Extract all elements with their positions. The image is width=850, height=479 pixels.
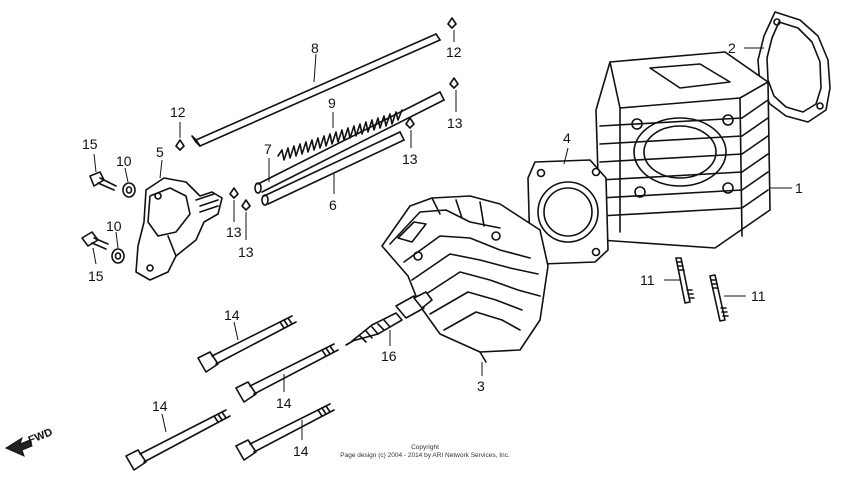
callout-13-mid-right: 13 (402, 151, 418, 167)
callout-13-left-a: 13 (226, 224, 242, 240)
fwd-label: FWD (27, 426, 55, 447)
stud-11-right (709, 274, 729, 322)
callout-13-upper-right: 13 (447, 115, 463, 131)
leader-5 (159, 159, 163, 179)
callout-4: 4 (563, 130, 571, 146)
callout-9: 9 (328, 95, 336, 111)
clip-13-left-b (241, 199, 251, 211)
clip-12-left (175, 139, 185, 151)
washer-10-upper (122, 182, 136, 198)
clip-13-mid-right (405, 117, 415, 129)
leader-4 (563, 147, 569, 165)
callout-5: 5 (156, 144, 164, 160)
screw-15-lower (81, 231, 109, 250)
leader-15-lower (92, 247, 97, 265)
cylinder-head (381, 195, 549, 363)
callout-10-upper: 10 (116, 153, 132, 169)
callout-8: 8 (311, 40, 319, 56)
bolt-14-upper (197, 315, 297, 373)
spark-plug (345, 291, 433, 346)
callout-2: 2 (728, 40, 736, 56)
callout-1: 1 (795, 180, 803, 196)
stud-11-left (675, 257, 695, 304)
tube-7 (254, 91, 445, 194)
cylinder-base-gasket (757, 11, 831, 123)
copyright-notice: Page design (c) 2004 - 2014 by ARI Netwo… (340, 452, 510, 459)
cylinder (595, 51, 771, 249)
callout-14-lower-right: 14 (293, 443, 309, 459)
callout-15-upper: 15 (82, 136, 98, 152)
leader-10-lower (115, 231, 119, 249)
callout-7: 7 (264, 141, 272, 157)
leader-10-upper (124, 167, 129, 183)
copyright-title: Copyright (411, 444, 439, 451)
clip-13-left-a (229, 187, 239, 199)
bolt-14-lower-right (235, 403, 335, 461)
leader-14-upper (233, 321, 239, 341)
callout-15-lower: 15 (88, 268, 104, 284)
callout-3: 3 (477, 378, 485, 394)
leader-8 (313, 53, 317, 83)
spring-9 (277, 109, 403, 161)
leader-15-upper (93, 153, 97, 173)
bolt-14-middle (235, 343, 339, 403)
washer-10-lower (111, 248, 125, 264)
callout-11-right: 11 (751, 288, 766, 304)
clip-13-upper-right (449, 77, 459, 89)
forward-arrow-icon (4, 436, 33, 457)
bolt-14-lower-left (125, 409, 231, 471)
callout-6: 6 (329, 197, 337, 213)
callout-12-right: 12 (446, 44, 462, 60)
clip-12-right (447, 17, 457, 29)
tube-6 (261, 131, 405, 206)
tube-8 (191, 33, 441, 147)
leader-14-lower-left (161, 413, 167, 433)
screw-15-upper (89, 171, 117, 191)
callout-10-lower: 10 (106, 218, 122, 234)
callout-11-left: 11 (640, 272, 655, 288)
callout-12-left: 12 (170, 104, 186, 120)
callout-14-middle: 14 (276, 395, 292, 411)
breather-housing (135, 177, 223, 281)
callout-16: 16 (381, 348, 397, 364)
callout-14-lower-left: 14 (152, 398, 168, 414)
callout-14-upper: 14 (224, 307, 240, 323)
callout-13-left-b: 13 (238, 244, 254, 260)
